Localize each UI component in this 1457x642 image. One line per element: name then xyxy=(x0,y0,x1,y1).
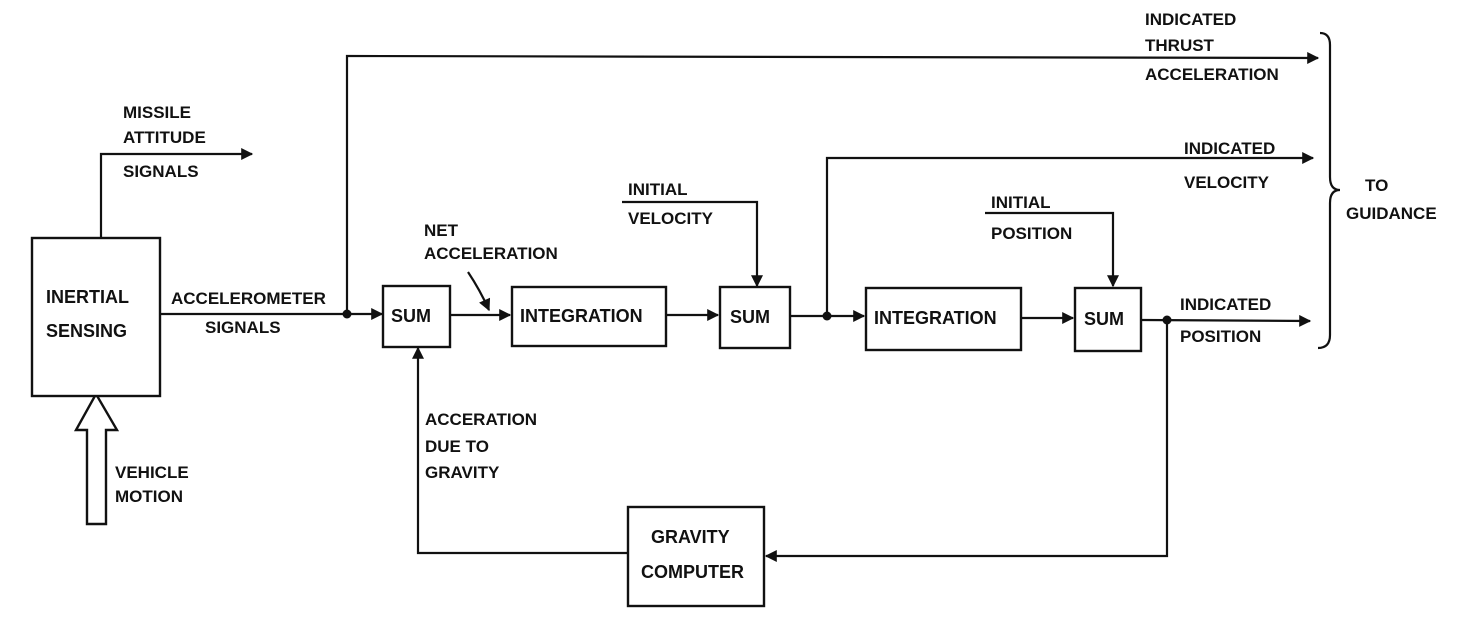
missile-attitude-line-2: ATTITUDE xyxy=(123,128,206,147)
to-guidance-line-2: GUIDANCE xyxy=(1346,204,1437,223)
net-acceleration-line-2: ACCELERATION xyxy=(424,244,558,263)
inertial-sensing-line-1: INERTIAL xyxy=(46,287,129,307)
junction-dot xyxy=(822,311,832,321)
to-guidance-label: TO GUIDANCE xyxy=(1346,176,1437,223)
initial-position-line-2: POSITION xyxy=(991,224,1072,243)
missile-attitude-line-3: SIGNALS xyxy=(123,162,199,181)
indicated-velocity-line xyxy=(825,152,1315,316)
indicated-thrust-line-2: THRUST xyxy=(1145,36,1215,55)
gravity-computer-block: GRAVITY COMPUTER xyxy=(626,505,766,608)
integration-block-velocity: INTEGRATION xyxy=(510,285,668,348)
indicated-velocity-label: INDICATED VELOCITY xyxy=(1184,139,1275,192)
accelerometer-line-2: SIGNALS xyxy=(205,318,281,337)
initial-velocity-line-1: INITIAL xyxy=(628,180,688,199)
gravity-computer-line-2: COMPUTER xyxy=(641,562,744,582)
thrust-acceleration-line xyxy=(345,51,1320,314)
sum-block-velocity: SUM xyxy=(718,285,792,350)
gravity-acceleration-line-1: ACCERATION xyxy=(425,410,537,429)
net-acceleration-line-1: NET xyxy=(424,221,459,240)
sum-block-acceleration: SUM xyxy=(381,284,452,349)
vehicle-motion-label: VEHICLE MOTION xyxy=(115,463,189,506)
sum-block-label: SUM xyxy=(730,307,770,327)
gravity-acceleration-line xyxy=(412,346,627,555)
sum-block-label: SUM xyxy=(391,306,431,326)
initial-position-label: INITIAL POSITION xyxy=(991,193,1072,243)
vehicle-motion-arrow xyxy=(73,391,120,526)
indicated-position-line-1: INDICATED xyxy=(1180,295,1271,314)
missile-attitude-line-1: MISSILE xyxy=(123,103,191,122)
vehicle-motion-line-1: VEHICLE xyxy=(115,463,189,482)
gravity-acceleration-label: ACCERATION DUE TO GRAVITY xyxy=(425,410,537,482)
integration-block-label: INTEGRATION xyxy=(520,306,643,326)
missile-attitude-label: MISSILE ATTITUDE SIGNALS xyxy=(123,103,206,181)
indicated-thrust-label: INDICATED THRUST ACCELERATION xyxy=(1145,10,1279,84)
initial-velocity-line xyxy=(622,200,763,288)
to-guidance-line-1: TO xyxy=(1365,176,1388,195)
gravity-acceleration-line-2: DUE TO xyxy=(425,437,489,456)
gravity-computer-line-1: GRAVITY xyxy=(651,527,730,547)
sum-block-label: SUM xyxy=(1084,309,1124,329)
indicated-position-line-2: POSITION xyxy=(1180,327,1261,346)
net-acceleration-leader xyxy=(467,271,491,312)
initial-velocity-label: INITIAL VELOCITY xyxy=(628,180,714,228)
indicated-velocity-line-1: INDICATED xyxy=(1184,139,1275,158)
accelerometer-line-1: ACCELEROMETER xyxy=(171,289,326,308)
inertial-sensing-line-2: SENSING xyxy=(46,321,127,341)
integration-block-position: INTEGRATION xyxy=(864,286,1023,352)
attitude-signal-line xyxy=(99,148,254,238)
inertial-sensing-block: INERTIAL SENSING xyxy=(30,236,162,398)
junction-dot xyxy=(342,309,352,319)
indicated-thrust-line-1: INDICATED xyxy=(1145,10,1236,29)
net-acceleration-label: NET ACCELERATION xyxy=(424,221,558,263)
vehicle-motion-line-2: MOTION xyxy=(115,487,183,506)
junction-dot xyxy=(1162,315,1172,325)
indicated-thrust-line-3: ACCELERATION xyxy=(1145,65,1279,84)
indicated-velocity-line-2: VELOCITY xyxy=(1184,173,1270,192)
initial-position-line-1: INITIAL xyxy=(991,193,1051,212)
indicated-position-label: INDICATED POSITION xyxy=(1180,295,1271,346)
sum-block-position: SUM xyxy=(1073,286,1143,353)
gravity-acceleration-line-3: GRAVITY xyxy=(425,463,500,482)
initial-position-line xyxy=(985,211,1119,288)
initial-velocity-line-2: VELOCITY xyxy=(628,209,714,228)
position-feedback-line xyxy=(764,320,1169,562)
guidance-brace xyxy=(1317,31,1341,350)
accelerometer-label: ACCELEROMETER SIGNALS xyxy=(171,289,326,337)
integration-block-label: INTEGRATION xyxy=(874,308,997,328)
